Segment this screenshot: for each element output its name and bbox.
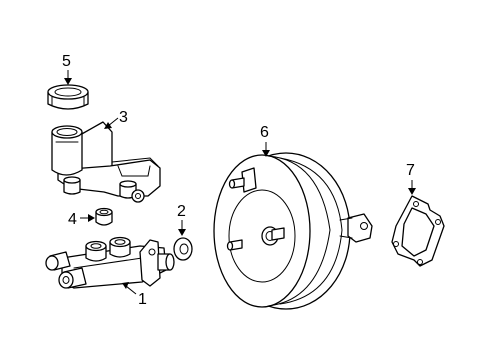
callout-6: 6	[260, 124, 269, 141]
fluid-reservoir	[51, 121, 161, 203]
callout-1-leader	[122, 282, 137, 295]
callout-5-leader	[64, 70, 72, 85]
grommet	[95, 207, 113, 226]
reservoir-cap	[47, 84, 89, 110]
seal-ring	[173, 237, 193, 261]
callout-2: 2	[177, 203, 186, 220]
brake-booster	[213, 152, 373, 310]
master-cylinder	[45, 236, 175, 289]
booster-gasket	[391, 195, 445, 267]
callout-5: 5	[62, 53, 71, 70]
callout-3: 3	[119, 109, 128, 126]
callout-2-leader	[178, 220, 186, 236]
callout-7: 7	[406, 162, 415, 179]
callout-4: 4	[68, 211, 77, 228]
callout-6-leader	[262, 142, 270, 157]
callout-3-leader	[104, 117, 119, 129]
callout-7-leader	[408, 180, 416, 195]
callout-1: 1	[138, 291, 147, 308]
callout-4-leader	[80, 214, 95, 222]
